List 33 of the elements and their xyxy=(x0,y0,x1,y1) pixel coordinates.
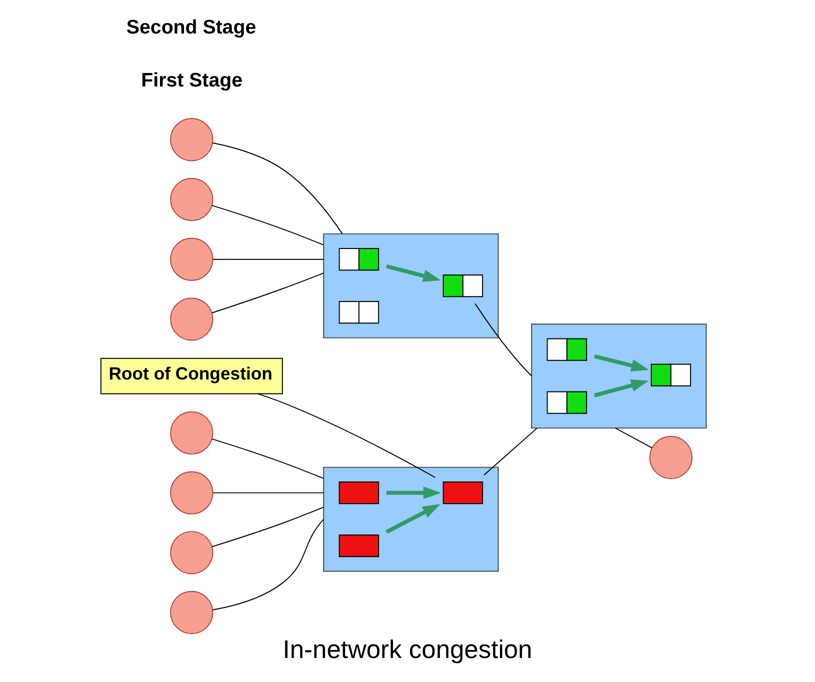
node-box: Root of Congestion xyxy=(100,358,283,394)
connector xyxy=(212,506,324,548)
connector xyxy=(212,438,324,479)
node-circle xyxy=(170,531,214,574)
arrow xyxy=(386,264,441,282)
arrow xyxy=(594,354,649,372)
arrow xyxy=(386,504,440,534)
cluster xyxy=(531,324,707,429)
cluster xyxy=(323,233,499,338)
node-circle xyxy=(170,590,214,634)
cluster xyxy=(323,466,499,572)
arrow xyxy=(594,379,649,398)
node-circle xyxy=(170,118,214,162)
node-circle xyxy=(170,178,214,222)
connector xyxy=(614,428,652,448)
connector xyxy=(484,428,538,476)
node-circle xyxy=(170,298,214,341)
label: Second Stage xyxy=(126,16,256,39)
connector xyxy=(212,518,324,610)
connector xyxy=(212,204,324,246)
node-circle xyxy=(649,436,692,480)
node-circle xyxy=(170,411,214,455)
connector xyxy=(212,142,343,234)
connector xyxy=(474,303,532,377)
label: First Stage xyxy=(141,70,242,92)
caption: In-network congestion xyxy=(282,636,532,664)
arrow xyxy=(386,486,442,500)
connector xyxy=(257,393,436,478)
node-circle xyxy=(170,238,214,281)
connector xyxy=(212,258,324,260)
connector xyxy=(212,272,324,314)
connector xyxy=(212,492,324,494)
node-circle xyxy=(170,471,214,514)
